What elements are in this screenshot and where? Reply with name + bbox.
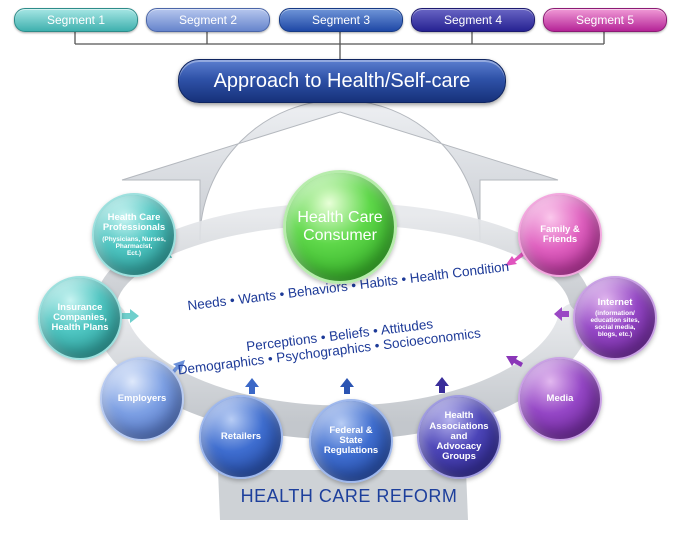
family-line-1: Family & bbox=[540, 223, 580, 235]
center-line-2: Consumer bbox=[303, 227, 377, 244]
retailers-label: Retailers bbox=[220, 430, 262, 442]
hcp-sub-3: Ect.) bbox=[126, 249, 142, 257]
federal-line-2: State bbox=[339, 434, 363, 446]
assoc-line-2: Associations bbox=[429, 420, 489, 432]
node-health-care-professionals[interactable]: Health Care Professionals (Physicians, N… bbox=[92, 193, 176, 277]
federal-line-3: Regulations bbox=[323, 445, 379, 457]
segment-2[interactable]: Segment 2 bbox=[146, 8, 270, 32]
insurance-line-2: Companies, bbox=[53, 311, 107, 323]
insurance-line-1: Insurance bbox=[57, 301, 103, 313]
family-line-2: Friends bbox=[542, 234, 578, 245]
node-insurance-companies[interactable]: Insurance Companies, Health Plans bbox=[38, 276, 122, 360]
arrow-assoc bbox=[435, 377, 449, 393]
node-family-friends[interactable]: Family & Friends bbox=[518, 193, 602, 277]
internet-sub-4: blogs, etc.) bbox=[597, 331, 633, 339]
node-federal-state-regulations[interactable]: Federal & State Regulations bbox=[309, 399, 393, 483]
hcp-sub-2: Pharmacist, bbox=[115, 242, 153, 250]
node-employers[interactable]: Employers bbox=[100, 357, 184, 441]
arrow-family bbox=[505, 252, 525, 266]
employers-label: Employers bbox=[117, 392, 167, 404]
assoc-line-4: Advocacy bbox=[436, 441, 482, 453]
segment-4[interactable]: Segment 4 bbox=[411, 8, 535, 32]
segment-connectors bbox=[74, 31, 605, 59]
internet-sub-3: social media, bbox=[594, 324, 636, 332]
node-media[interactable]: Media bbox=[518, 357, 602, 441]
arrow-media bbox=[506, 356, 523, 367]
hcp-line-1: Health Care bbox=[107, 212, 161, 224]
arrow-retailers bbox=[245, 378, 259, 394]
assoc-line-1: Health bbox=[444, 410, 474, 422]
node-retailers[interactable]: Retailers bbox=[199, 395, 283, 479]
segment-1[interactable]: Segment 1 bbox=[14, 8, 138, 32]
center-consumer-ball[interactable]: Health Care Consumer bbox=[283, 170, 397, 284]
assoc-line-3: and bbox=[450, 430, 468, 442]
title-pill[interactable]: Approach to Health/Self-care bbox=[178, 59, 506, 103]
media-label: Media bbox=[546, 392, 574, 404]
hcp-line-2: Professionals bbox=[102, 222, 166, 234]
hcp-sub-1: (Physicians, Nurses, bbox=[102, 235, 166, 243]
segment-5[interactable]: Segment 5 bbox=[543, 8, 667, 32]
center-line-1: Health Care bbox=[297, 208, 383, 226]
health-care-reform-label: HEALTH CARE REFORM bbox=[240, 486, 458, 506]
node-internet[interactable]: Internet (information/ education sites, … bbox=[573, 276, 657, 360]
internet-sub-1: (information/ bbox=[595, 310, 635, 318]
arrow-federal bbox=[340, 378, 354, 394]
segment-3[interactable]: Segment 3 bbox=[279, 8, 403, 32]
federal-line-1: Federal & bbox=[329, 424, 373, 436]
reform-base bbox=[218, 470, 468, 520]
arrow-insurance bbox=[122, 309, 139, 323]
node-health-associations[interactable]: Health Associations and Advocacy Groups bbox=[417, 395, 501, 479]
insurance-line-3: Health Plans bbox=[51, 322, 109, 334]
internet-line-1: Internet bbox=[597, 296, 633, 308]
internet-sub-2: education sites, bbox=[590, 317, 640, 325]
assoc-line-5: Groups bbox=[442, 451, 476, 463]
arrow-internet bbox=[554, 307, 569, 321]
